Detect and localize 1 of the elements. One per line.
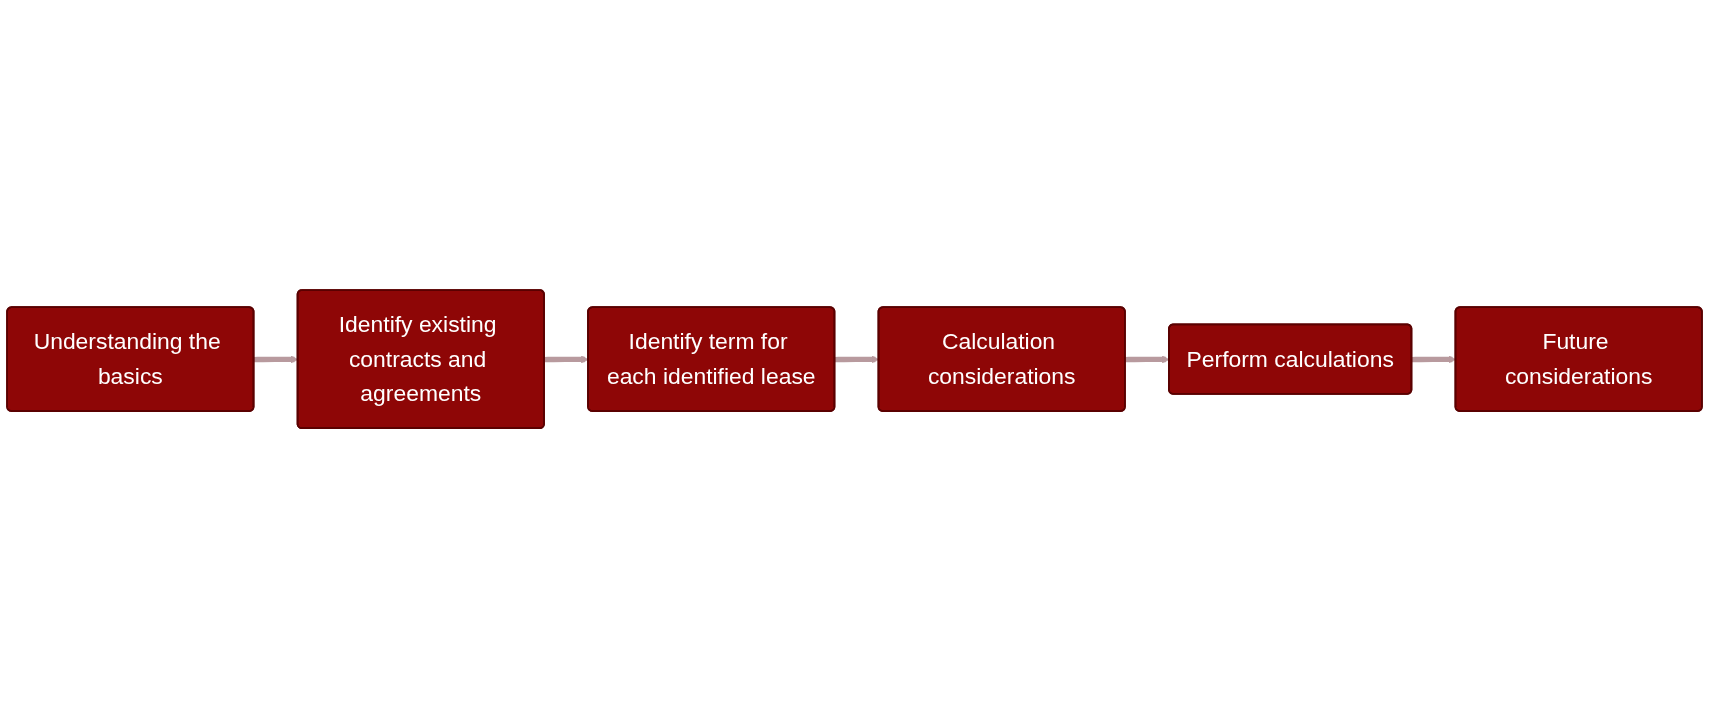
arrow (544, 355, 589, 364)
